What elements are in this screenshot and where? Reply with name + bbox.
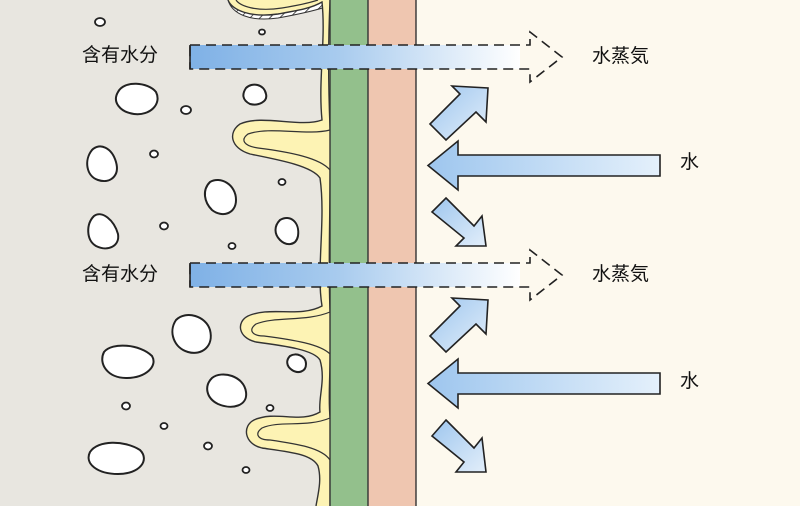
stone	[101, 344, 155, 379]
pebble	[265, 404, 275, 412]
arrow-down-right-2	[430, 418, 487, 473]
vapor-label-2: 水蒸気	[592, 263, 650, 285]
vapor-arrow-outline-2	[189, 248, 564, 302]
pebble	[277, 178, 287, 186]
pebble	[227, 242, 237, 250]
green-layer	[330, 0, 368, 506]
water-label-2: 水	[680, 370, 700, 392]
aggregate-stones	[86, 82, 307, 475]
arrow-down-right-1	[430, 196, 487, 247]
arrow-up-right-2	[428, 297, 489, 354]
pebble	[203, 441, 213, 451]
stone	[286, 353, 307, 373]
stone	[204, 179, 237, 216]
coating-outline	[227, 0, 324, 506]
water-arrow-1	[426, 139, 661, 192]
pebble	[159, 221, 169, 231]
stone	[115, 82, 159, 116]
pebble	[149, 149, 159, 159]
stone	[87, 213, 120, 250]
vapor-arrow-outline-1	[189, 30, 564, 84]
stone	[274, 217, 300, 246]
coating-inner-top	[235, 0, 319, 10]
coating-layer	[228, 0, 330, 506]
vapor-arrow-1	[189, 30, 564, 84]
pebble	[121, 401, 131, 411]
vapor-label-1: 水蒸気	[592, 45, 650, 67]
pebble	[241, 466, 251, 474]
stone	[86, 145, 118, 182]
water-label-1: 水	[680, 151, 700, 173]
vapor-bar-2	[190, 263, 520, 287]
vapor-arrow-2	[189, 248, 564, 302]
pebble	[258, 28, 266, 36]
arrow-up-right-1	[428, 85, 489, 142]
aggregate-pebbles	[94, 17, 287, 474]
moisture-label-2: 含有水分	[82, 263, 159, 285]
pebble	[180, 105, 192, 115]
stone	[242, 83, 268, 106]
coating-inner	[243, 0, 331, 506]
stone	[87, 441, 145, 475]
pink-layer	[368, 0, 416, 506]
stone	[206, 373, 248, 408]
pebble	[159, 422, 169, 430]
moisture-label-1: 含有水分	[82, 44, 159, 66]
pebble	[94, 17, 106, 27]
stone	[171, 314, 212, 354]
vapor-bar-1	[190, 45, 520, 69]
deflection-arrows	[428, 85, 489, 473]
water-arrow-2	[426, 357, 661, 410]
